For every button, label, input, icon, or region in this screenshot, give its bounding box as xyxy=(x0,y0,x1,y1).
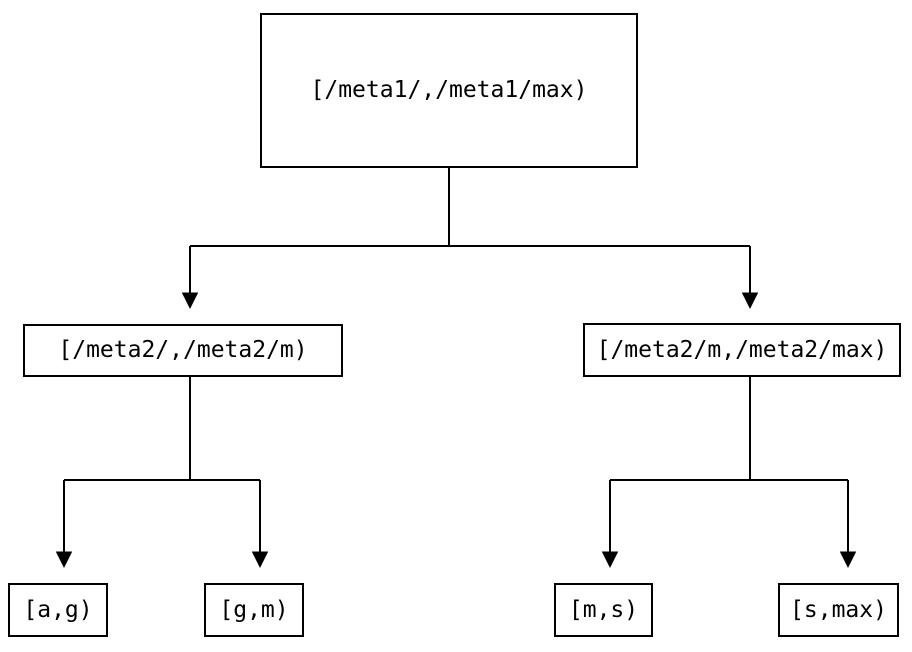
node-left-label: [/meta2/,/meta2/m) xyxy=(58,337,308,363)
edge-left-trunk xyxy=(64,377,260,481)
edge-right-to-leaf-ms xyxy=(601,480,619,569)
node-leaf-smax: [s,max) xyxy=(778,583,899,637)
node-leaf-ag: [a,g) xyxy=(8,583,108,637)
edge-root-to-right xyxy=(741,246,759,310)
edge-right-trunk xyxy=(610,377,848,481)
edge-left-to-leaf-gm xyxy=(251,480,269,569)
edge-root-to-left xyxy=(181,246,199,310)
node-leaf-gm-label: [g,m) xyxy=(219,596,289,623)
node-leaf-gm: [g,m) xyxy=(204,583,304,637)
node-right-label: [/meta2/m,/meta2/max) xyxy=(596,336,888,363)
edge-root-trunk xyxy=(190,168,750,247)
node-root-label: [/meta1/,/meta1/max) xyxy=(310,77,588,103)
node-left-interval: [/meta2/,/meta2/m) xyxy=(23,324,343,377)
edge-right-to-leaf-smax xyxy=(839,480,857,569)
node-leaf-ms: [m,s) xyxy=(554,583,653,637)
node-leaf-ag-label: [a,g) xyxy=(23,596,93,623)
node-root-interval: [/meta1/,/meta1/max) xyxy=(260,13,638,168)
edge-left-to-leaf-ag xyxy=(55,480,73,569)
node-right-interval: [/meta2/m,/meta2/max) xyxy=(583,323,901,377)
node-leaf-smax-label: [s,max) xyxy=(790,596,887,623)
node-leaf-ms-label: [m,s) xyxy=(568,596,639,623)
